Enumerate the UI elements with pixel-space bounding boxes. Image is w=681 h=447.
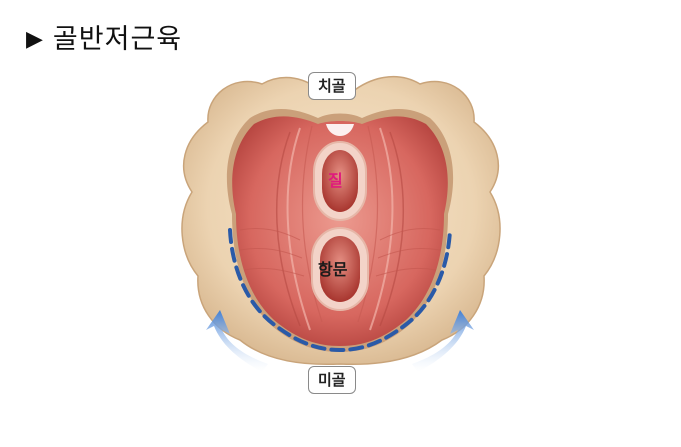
label-pubic-bone: 치골 xyxy=(308,72,356,100)
lift-arrow-left-icon xyxy=(206,310,268,372)
lift-arrow-right-icon xyxy=(412,310,474,372)
muscle-outline-dashed xyxy=(228,228,452,353)
title-text: 골반저근육 xyxy=(52,24,183,55)
label-tailbone: 미골 xyxy=(308,366,356,394)
triangle-marker-icon: ▶ xyxy=(26,26,43,52)
page-title: ▶ 골반저근육 xyxy=(26,26,182,53)
anus-opening xyxy=(311,227,369,311)
vagina-opening xyxy=(313,141,367,221)
label-vagina: 질 xyxy=(328,171,343,190)
label-anus: 항문 xyxy=(318,260,348,279)
